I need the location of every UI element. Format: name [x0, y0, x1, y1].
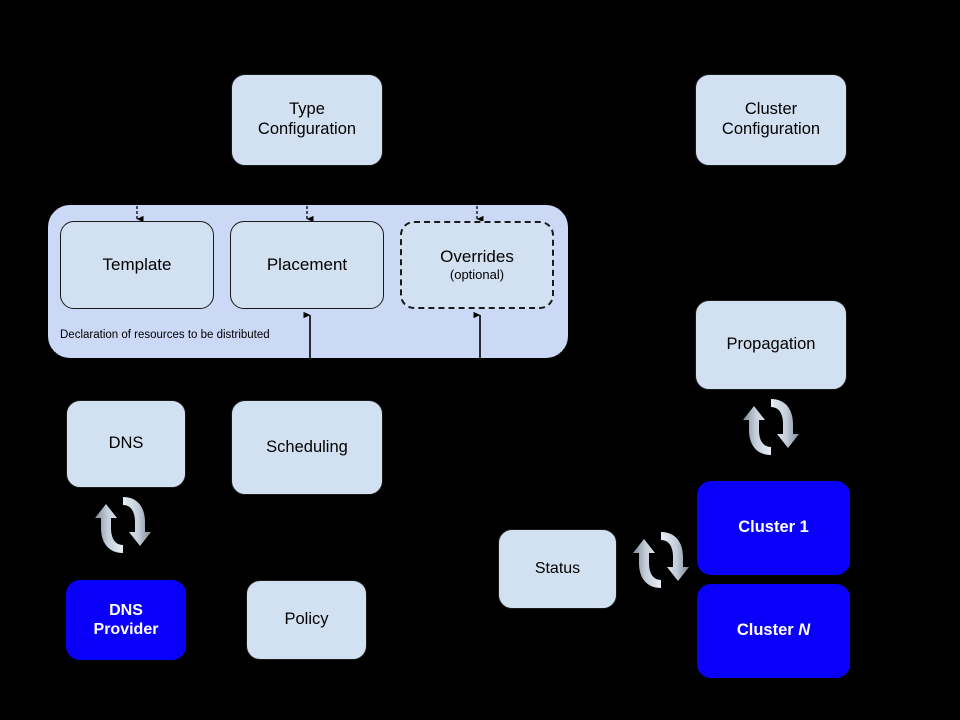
dns-sync-icon [90, 492, 156, 558]
node-type-configuration[interactable]: Type Configuration [231, 74, 383, 166]
node-placement-label: Placement [266, 254, 348, 274]
node-type-configuration-label: Type Configuration [257, 100, 357, 138]
node-placement[interactable]: Placement [230, 221, 384, 309]
node-cluster-configuration[interactable]: Cluster Configuration [695, 74, 847, 166]
node-cluster-configuration-label: Cluster Configuration [721, 100, 821, 138]
node-overrides-text: Overrides (optional) [440, 247, 514, 282]
node-policy[interactable]: Policy [246, 580, 367, 660]
node-policy-label: Policy [284, 610, 329, 629]
group-caption: Declaration of resources to be distribut… [60, 329, 270, 341]
node-dns[interactable]: DNS [66, 400, 186, 488]
node-dns-provider-label: DNS Provider [93, 601, 159, 638]
node-cluster-1[interactable]: Cluster 1 [697, 481, 850, 575]
node-scheduling[interactable]: Scheduling [231, 400, 383, 495]
node-status-label: Status [534, 559, 581, 577]
node-cluster-1-label: Cluster 1 [738, 518, 809, 537]
node-template[interactable]: Template [60, 221, 214, 309]
node-cluster-n-text: Cluster N [737, 621, 810, 640]
sync-arrows-icon [633, 532, 689, 588]
node-status[interactable]: Status [498, 529, 617, 609]
node-propagation[interactable]: Propagation [695, 300, 847, 390]
node-cluster-n-label-prefix: Cluster [736, 621, 799, 640]
node-overrides-label: Overrides [440, 247, 514, 267]
node-dns-provider[interactable]: DNS Provider [66, 580, 186, 660]
sync-arrows-icon [743, 399, 799, 455]
sync-arrows-icon [95, 497, 151, 553]
node-cluster-n-label-italic: N [798, 621, 811, 640]
status-cluster-sync-icon [628, 527, 694, 593]
node-propagation-label: Propagation [726, 335, 816, 354]
node-cluster-n[interactable]: Cluster N [697, 584, 850, 678]
node-scheduling-label: Scheduling [266, 437, 348, 456]
node-overrides-sublabel: (optional) [449, 267, 505, 283]
node-template-label: Template [102, 254, 172, 274]
node-dns-label: DNS [108, 434, 144, 453]
propagation-cluster-sync-icon [738, 394, 804, 460]
node-overrides[interactable]: Overrides (optional) [400, 221, 554, 309]
